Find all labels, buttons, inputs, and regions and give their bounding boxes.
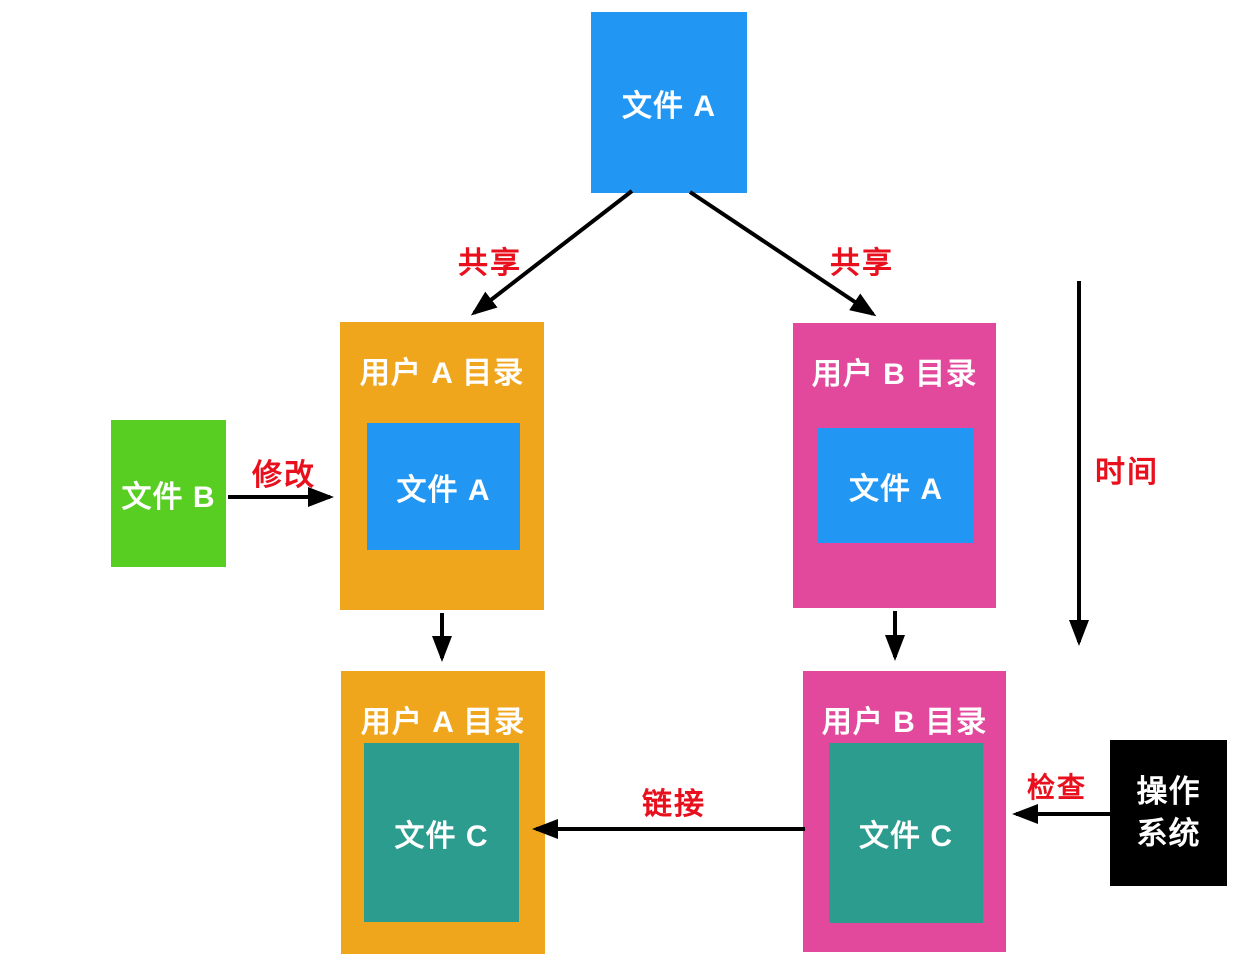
node-file-c-in-user-b-dir: 文件 C (829, 743, 983, 923)
node-file-a-in-user-b-dir-label: 文件 A (849, 472, 943, 506)
node-file-a-in-user-a-dir-label: 文件 A (396, 473, 491, 507)
node-file-c-in-user-a-dir: 文件 C (364, 743, 519, 922)
edge-label-link: 链接 (642, 788, 706, 821)
node-user-a-dir-bottom-title: 用户 A 目录 (360, 706, 526, 739)
edge-label-share-right: 共享 (830, 247, 894, 280)
node-file-b: 文件 B (111, 420, 226, 567)
node-user-b-dir-mid-title: 用户 B 目录 (811, 358, 978, 391)
edge-label-check: 检查 (1027, 772, 1088, 803)
node-user-a-dir-mid-title: 用户 A 目录 (359, 357, 525, 390)
node-operating-system: 操作 系统 (1110, 740, 1227, 886)
node-file-a-top-label: 文件 A (622, 89, 716, 123)
edge-label-share-left: 共享 (458, 247, 522, 280)
node-user-a-dir-mid: 用户 A 目录 文件 A (340, 322, 544, 610)
node-user-b-dir-bottom-title: 用户 B 目录 (821, 706, 988, 739)
node-file-a-in-user-a-dir: 文件 A (367, 423, 520, 550)
node-file-c-in-user-b-dir-label: 文件 C (859, 820, 953, 853)
node-operating-system-line2: 系统 (1136, 816, 1201, 851)
node-file-b-label: 文件 B (121, 480, 216, 514)
node-user-b-dir-bottom: 用户 B 目录 文件 C (803, 671, 1006, 952)
node-file-a-top: 文件 A (591, 12, 747, 193)
node-file-c-in-user-a-dir-label: 文件 C (394, 819, 489, 853)
edge-label-time: 时间 (1095, 456, 1159, 489)
node-user-a-dir-bottom: 用户 A 目录 文件 C (341, 671, 545, 954)
node-user-b-dir-mid: 用户 B 目录 文件 A (793, 323, 996, 608)
node-operating-system-line1: 操作 (1136, 774, 1201, 810)
edge-label-modify: 修改 (252, 459, 316, 492)
node-file-a-in-user-b-dir: 文件 A (818, 428, 974, 543)
